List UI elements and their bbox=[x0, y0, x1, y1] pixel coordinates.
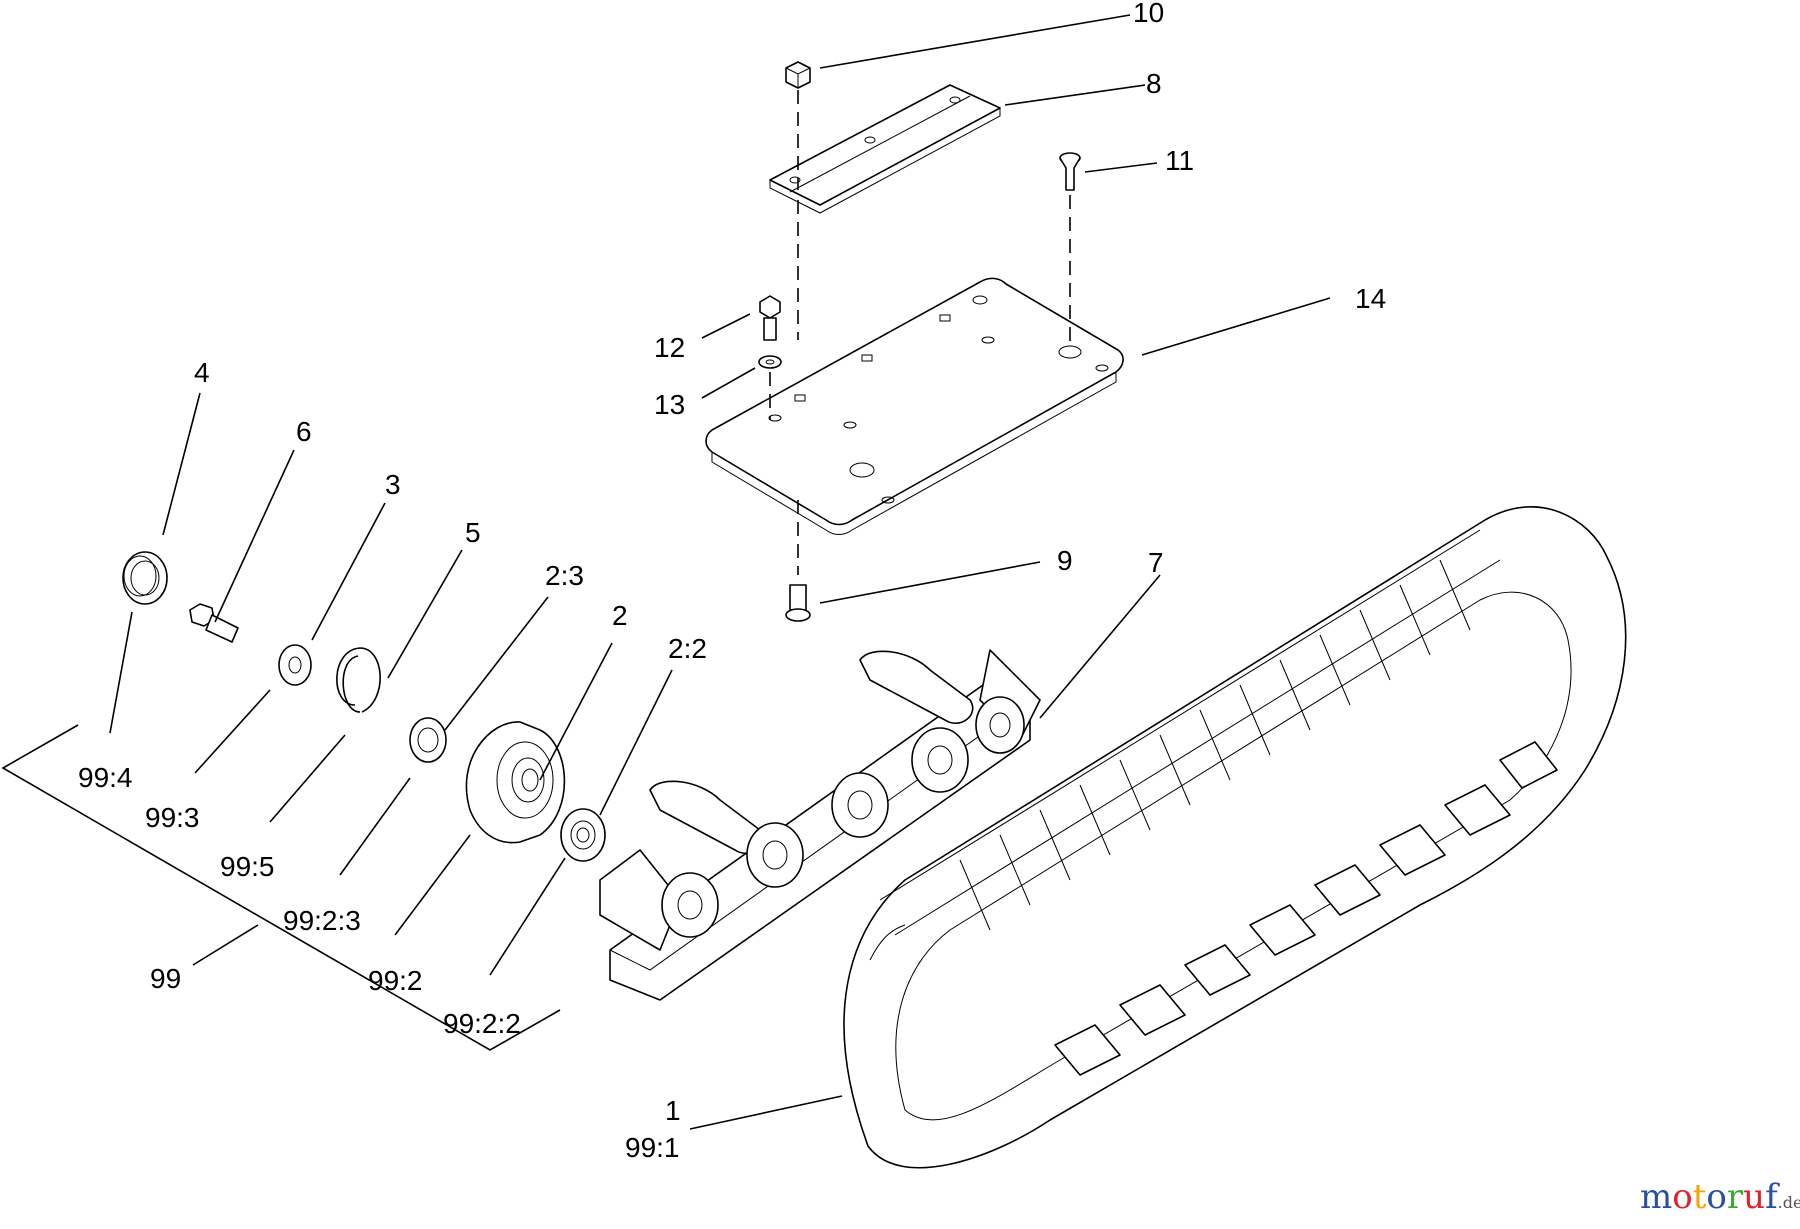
rubber-track bbox=[843, 506, 1627, 1169]
wm-suffix: .de bbox=[1778, 1193, 1800, 1212]
seal-cap bbox=[122, 551, 168, 605]
nut bbox=[785, 61, 811, 89]
callout-99-5: 99:5 bbox=[220, 851, 275, 882]
callout-10: 10 bbox=[1133, 0, 1164, 28]
callout-14: 14 bbox=[1355, 283, 1386, 314]
wm-letter: t bbox=[1693, 1177, 1707, 1217]
wm-letter: o bbox=[1706, 1177, 1726, 1217]
callout-labels: 10 8 11 14 12 13 4 6 3 5 2:3 2 2:2 9 7 9… bbox=[78, 0, 1386, 1163]
callout-1: 1 bbox=[665, 1095, 681, 1126]
callout-8: 8 bbox=[1146, 68, 1162, 99]
bolt-small bbox=[189, 603, 239, 643]
hex-bolt bbox=[759, 295, 781, 341]
wm-letter: r bbox=[1727, 1177, 1744, 1217]
callout-2-3: 2:3 bbox=[545, 560, 584, 591]
wear-strip bbox=[769, 84, 1001, 214]
roller-frame bbox=[599, 649, 1041, 1001]
callout-99-3: 99:3 bbox=[145, 802, 200, 833]
bushing bbox=[409, 717, 447, 763]
washer bbox=[758, 355, 782, 369]
callout-99: 99 bbox=[150, 963, 181, 994]
callout-99-1: 99:1 bbox=[625, 1132, 680, 1163]
callout-99-4: 99:4 bbox=[78, 762, 133, 793]
flat-washer bbox=[278, 644, 312, 686]
retaining-ring bbox=[336, 647, 381, 713]
watermark-logo: motoruf.de bbox=[1640, 1177, 1800, 1217]
callout-6: 6 bbox=[296, 416, 312, 447]
leader-lines bbox=[109, 14, 1331, 1130]
callout-99-2-3: 99:2:3 bbox=[283, 905, 361, 936]
washer-hole bbox=[765, 359, 775, 365]
wm-letter: f bbox=[1765, 1177, 1780, 1217]
flat-head-screw bbox=[1059, 152, 1081, 191]
callout-13: 13 bbox=[654, 389, 685, 420]
callout-12: 12 bbox=[654, 332, 685, 363]
mounting-plate bbox=[705, 277, 1124, 535]
callout-7: 7 bbox=[1148, 547, 1164, 578]
watermark-text: motoruf.de bbox=[1640, 1177, 1800, 1217]
callout-99-2: 99:2 bbox=[368, 965, 423, 996]
wm-letter: m bbox=[1640, 1177, 1672, 1217]
callout-9: 9 bbox=[1057, 545, 1073, 576]
wm-letter: o bbox=[1672, 1177, 1692, 1217]
callout-5: 5 bbox=[465, 517, 481, 548]
roller-wheel bbox=[465, 721, 566, 844]
kit-bracket bbox=[1, 724, 561, 1051]
callout-2-2: 2:2 bbox=[668, 633, 707, 664]
callout-99-2-2: 99:2:2 bbox=[443, 1008, 521, 1039]
bearing bbox=[560, 808, 606, 862]
callout-3: 3 bbox=[385, 469, 401, 500]
pin bbox=[785, 584, 811, 622]
callout-11: 11 bbox=[1165, 145, 1194, 176]
callout-2: 2 bbox=[612, 600, 628, 631]
wm-letter: u bbox=[1743, 1177, 1765, 1217]
callout-4: 4 bbox=[194, 357, 210, 388]
